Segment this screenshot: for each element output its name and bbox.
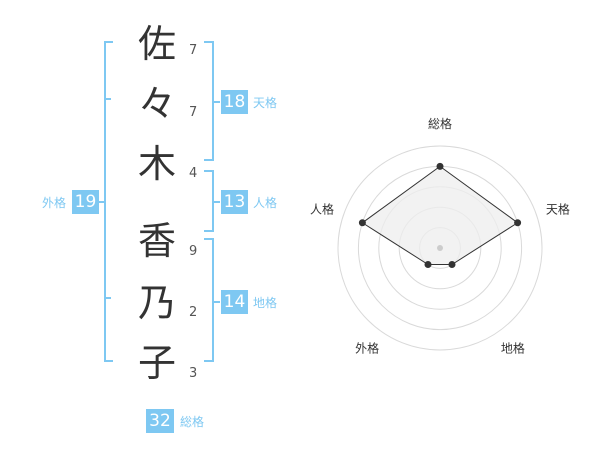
gaikaku-bracket xyxy=(104,41,113,362)
name-char-3: 木 xyxy=(137,142,176,186)
radar-point xyxy=(358,219,366,227)
stroke-count-4: 9 xyxy=(189,244,198,259)
radar-axis-label: 人格 xyxy=(310,202,334,217)
chikaku-bracket xyxy=(204,238,214,362)
radar-point xyxy=(514,219,522,227)
radar-point xyxy=(436,162,444,170)
chikaku-label: 地格 xyxy=(253,296,278,310)
name-char-4: 香 xyxy=(137,219,176,263)
gaikaku-bracket-tick xyxy=(104,98,111,100)
soukaku-label: 総格 xyxy=(180,415,205,429)
stroke-count-6: 3 xyxy=(189,366,198,381)
jinkaku-bracket-connector xyxy=(212,201,220,203)
radar-axis-label: 総格 xyxy=(428,116,452,131)
stroke-count-5: 2 xyxy=(189,305,198,320)
stroke-count-1: 7 xyxy=(189,43,198,58)
radar-axis-label: 天格 xyxy=(546,202,570,217)
chikaku-bracket-connector xyxy=(212,301,220,303)
radar-point xyxy=(424,261,432,269)
stroke-count-2: 7 xyxy=(189,105,198,120)
radar-ring xyxy=(337,145,543,351)
chikaku-value: 14 xyxy=(221,290,248,314)
gaikaku-bracket-connector xyxy=(99,201,105,203)
gaikaku-label: 外格 xyxy=(42,196,67,210)
radar-polygon xyxy=(361,165,519,266)
tenkaku-label: 天格 xyxy=(253,96,278,110)
radar-axis-label: 外格 xyxy=(355,340,379,355)
gaikaku-value: 19 xyxy=(72,190,99,214)
tenkaku-bracket-connector xyxy=(212,101,220,103)
radar-point xyxy=(448,261,456,269)
name-char-2: 々 xyxy=(137,82,176,126)
jinkaku-value: 13 xyxy=(221,190,248,214)
jinkaku-label: 人格 xyxy=(253,196,278,210)
stroke-count-3: 4 xyxy=(189,166,198,181)
radar-points xyxy=(358,162,522,269)
gaikaku-bracket-tick xyxy=(104,297,111,299)
name-char-6: 子 xyxy=(137,341,176,385)
radar-center-dot xyxy=(437,245,443,251)
name-char-5: 乃 xyxy=(137,281,176,325)
name-char-1: 佐 xyxy=(137,22,176,66)
radar-axis-label: 地格 xyxy=(501,340,525,355)
soukaku-value: 32 xyxy=(146,409,174,433)
tenkaku-value: 18 xyxy=(221,90,248,114)
name-strokes-panel: 佐 々 木 香 乃 子 7 7 4 9 2 3 18 天格 13 人格 14 地… xyxy=(42,22,278,433)
